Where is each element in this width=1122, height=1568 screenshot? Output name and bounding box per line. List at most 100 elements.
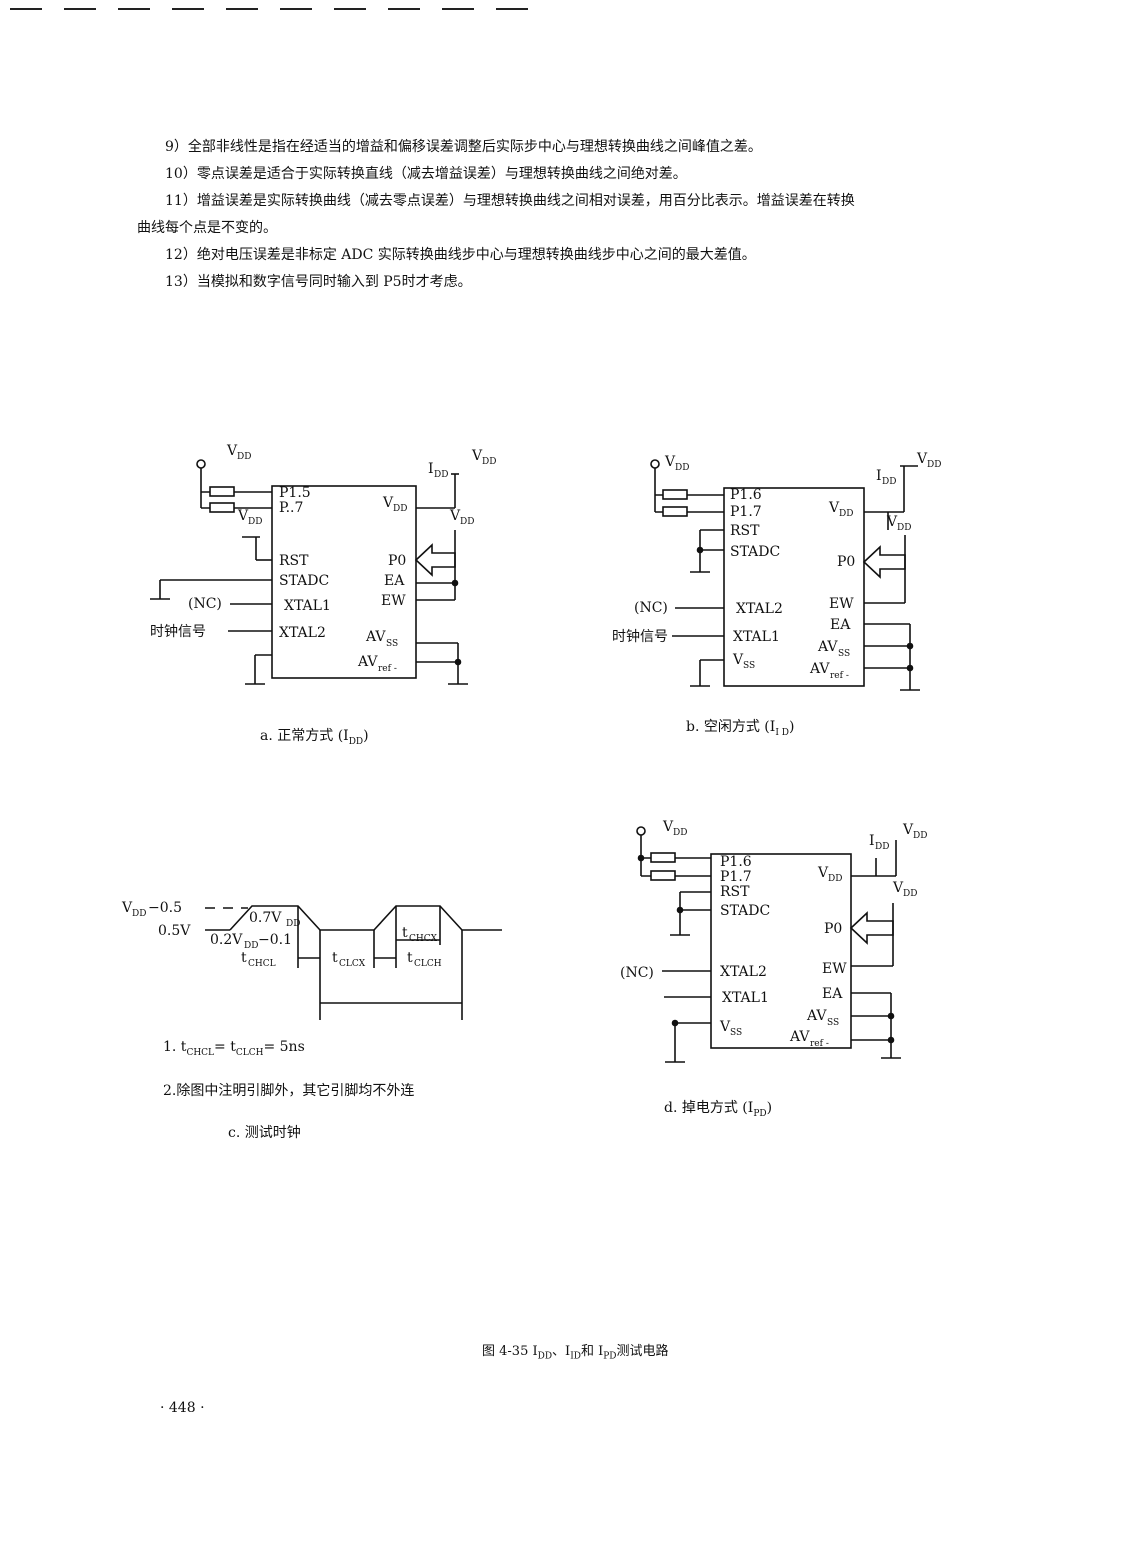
caption-a: a. 正常方式 (IDD) (260, 725, 369, 747)
a-clock-label: 时钟信号 (150, 623, 206, 640)
b-vdd2-label: V (916, 451, 928, 467)
c-v07: 0.7V (249, 910, 282, 926)
c-vdd-minus-end: −0.5 (148, 900, 182, 916)
c-v02-end: −0.1 (258, 932, 292, 948)
b-pin-ew: EW (829, 596, 854, 612)
b-pin-avref-sub: ref - (830, 671, 849, 681)
note-12: 12）绝对电压误差是非标定 ADC 实际转换曲线步中心与理想转换曲线步中心之间的… (165, 247, 756, 263)
b-nc-label: (NC) (634, 600, 668, 616)
d-vdd2-label: V (902, 822, 914, 838)
b-pin-xtal2: XTAL2 (736, 601, 783, 617)
c-tchcl-sub: CHCL (248, 959, 276, 969)
note1-sub2: CLCH (235, 1047, 264, 1058)
a-vdd4-sub: DD (460, 517, 474, 527)
a-pin-p15: P1.5 (279, 485, 311, 501)
a-vdd2-label: V (471, 448, 483, 464)
b-idd-sub: DD (882, 477, 896, 487)
d-pin-xtal1: XTAL1 (722, 990, 769, 1006)
b-pin-ea: EA (830, 617, 851, 633)
b-pin-vss: V (732, 652, 744, 668)
c-v05: 0.5V (158, 923, 191, 939)
top-dash (496, 8, 528, 10)
note-11-cont: 曲线每个点是不变的。 (137, 220, 277, 236)
note1-sub1: CHCL (186, 1047, 215, 1058)
b-idd-label: I (876, 468, 882, 484)
d-pin-vss-sub: SS (730, 1028, 742, 1038)
a-pin-rst: RST (279, 553, 309, 569)
top-dash (388, 8, 420, 10)
figure-caption-mid: 、I (552, 1344, 571, 1359)
top-dash (64, 8, 96, 10)
a-idd-label: I (428, 461, 434, 477)
d-vdd2-sub: DD (913, 831, 927, 841)
d-pin-xtal2: XTAL2 (720, 964, 767, 980)
b-vdd2-sub: DD (927, 460, 941, 470)
b-pin-avss: AV (817, 639, 838, 655)
diagram-c-timing (205, 905, 502, 1020)
c-tchcx-sub: CHCX (409, 934, 438, 944)
c-v07-sub: DD (286, 919, 300, 929)
a-nc-label: (NC) (188, 596, 222, 612)
figure-caption: 图 4-35 IDD、IID和 IPD测试电路 (482, 1340, 669, 1362)
note1-a: 1. t (163, 1039, 187, 1055)
d-pin-avss-sub: SS (827, 1018, 839, 1028)
a-pin-avss-sub: SS (386, 639, 398, 649)
b-pin-vss-sub: SS (743, 661, 755, 671)
figure-caption-mid2: 和 I (580, 1344, 604, 1359)
note-9: 9）全部非线性是指在经适当的增益和偏移误差调整后实际步中心与理想转换曲线之间峰值… (165, 139, 762, 155)
d-pin-vss: V (719, 1019, 731, 1035)
note1-end: = 5ns (263, 1039, 305, 1055)
c-tclcx: t (332, 950, 338, 966)
b-vdd3-label: V (886, 514, 898, 530)
figure-caption-text: 图 4-35 I (482, 1344, 538, 1359)
caption-a-text: a. 正常方式 (I (260, 728, 349, 744)
top-dash (442, 8, 474, 10)
a-pin-stadc: STADC (279, 573, 329, 589)
a-pin-vdd-sub: DD (393, 504, 407, 514)
caption-b-sub: I D (775, 727, 789, 738)
page-number: · 448 · (160, 1400, 205, 1416)
caption-d-text: d. 掉电方式 (I (664, 1100, 754, 1116)
top-dash (118, 8, 150, 10)
caption-c: c. 测试时钟 (228, 1125, 301, 1141)
d-pin-avref: AV (789, 1029, 810, 1045)
figure-caption-sub3: PD (603, 1351, 617, 1362)
b-pin-rst: RST (730, 523, 760, 539)
d-pin-p17: P1.7 (720, 869, 752, 885)
c-tclch-sub: CLCH (414, 959, 442, 969)
a-pin-xtal2: XTAL2 (279, 625, 326, 641)
c-tclcx-sub: CLCX (339, 959, 366, 969)
diagram-d-circuit (636, 826, 901, 1063)
c-vdd-minus-sub: DD (132, 909, 146, 919)
a-vdd4-label: V (449, 508, 461, 524)
d-pin-vdd: V (817, 865, 829, 881)
b-pin-vdd-sub: DD (839, 509, 853, 519)
c-tchcx: t (402, 925, 408, 941)
figure-caption-sub2: ID (570, 1351, 581, 1362)
note1-mid: = t (214, 1039, 236, 1055)
d-pin-avref-sub: ref - (810, 1039, 829, 1049)
note-13: 13）当模拟和数字信号同时输入到 P5时才考虑。 (165, 274, 472, 290)
d-vdd3-label: V (892, 880, 904, 896)
a-pin-p0: P0 (388, 553, 406, 569)
b-pin-p17: P1.7 (730, 504, 762, 520)
b-pin-p16: P1.6 (730, 487, 762, 503)
a-pin-p17: P..7 (279, 500, 303, 516)
a-pin-avref: AV (357, 654, 378, 670)
a-pin-xtal1: XTAL1 (284, 598, 331, 614)
b-vdd-sub: DD (675, 463, 689, 473)
d-pin-p0: P0 (824, 921, 842, 937)
b-vdd3-sub: DD (897, 523, 911, 533)
top-dash (172, 8, 204, 10)
caption-b-end: ) (788, 719, 795, 735)
b-pin-stadc: STADC (730, 544, 780, 560)
a-pin-vdd: V (382, 495, 394, 511)
a-vdd-sub: DD (237, 452, 251, 462)
d-pin-vdd-sub: DD (828, 874, 842, 884)
a-pin-avref-sub: ref - (378, 664, 397, 674)
c-v02-sub: DD (244, 941, 258, 951)
d-pin-ew: EW (822, 961, 847, 977)
d-idd-label: I (869, 833, 875, 849)
caption-a-sub: DD (348, 736, 364, 747)
